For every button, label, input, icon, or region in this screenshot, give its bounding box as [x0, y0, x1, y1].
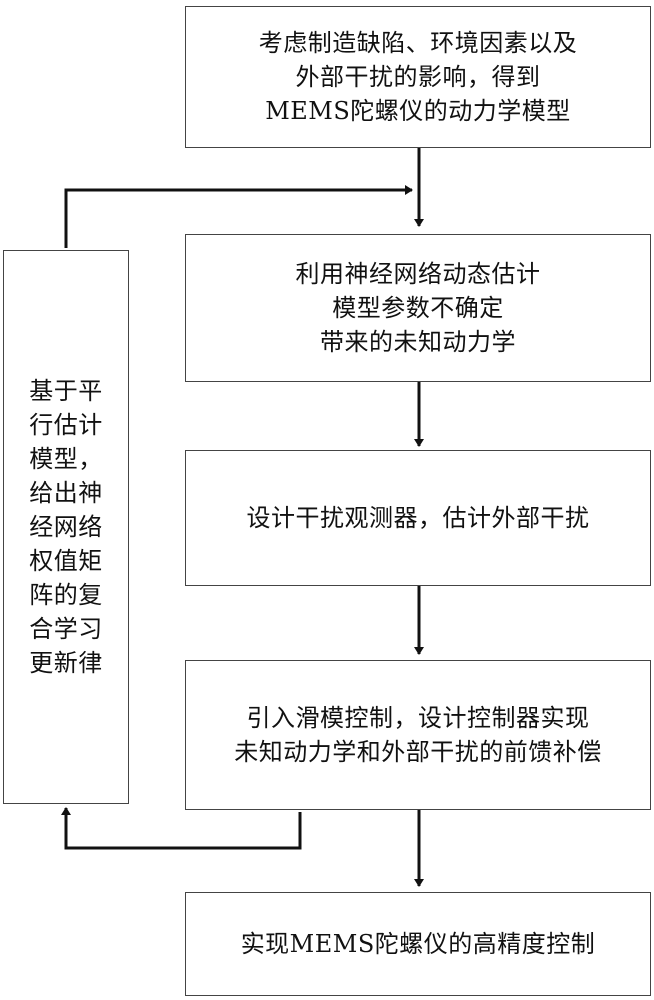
step-smc-line-2: 未知动力学和外部干扰的前馈补偿: [234, 738, 602, 766]
side-line-3: 模型，: [29, 445, 103, 473]
side-line-8: 合学习: [29, 615, 103, 643]
arrow-side-to-flow: [64, 185, 413, 248]
step-result-line-1: 实现MEMS陀螺仪的高精度控制: [240, 930, 596, 958]
step-model-box: 考虑制造缺陷、环境因素以及 外部干扰的影响，得到 MEMS陀螺仪的动力学模型: [185, 6, 651, 148]
step-nn-line-1: 利用神经网络动态估计: [295, 260, 541, 288]
side-line-4: 给出神: [29, 479, 103, 507]
step-model-line-2: 外部干扰的影响，得到: [295, 63, 541, 91]
arrow-smc-to-side: [61, 807, 302, 850]
side-line-9: 更新律: [29, 649, 103, 677]
side-line-5: 经网络: [29, 513, 103, 541]
side-line-1: 基于平: [29, 377, 103, 405]
step-model-line-3: MEMS陀螺仪的动力学模型: [265, 97, 571, 125]
step-observer-line-1: 设计干扰观测器，估计外部干扰: [246, 504, 590, 532]
side-line-7: 阵的复: [29, 581, 103, 609]
step-nn-line-2: 模型参数不确定: [332, 294, 504, 322]
step-result-box: 实现MEMS陀螺仪的高精度控制: [185, 892, 651, 996]
step-smc-box: 引入滑模控制，设计控制器实现 未知动力学和外部干扰的前馈补偿: [185, 660, 651, 810]
side-update-law-box: 基于平 行估计 模型， 给出神 经网络 权值矩 阵的复 合学习 更新律: [3, 250, 129, 804]
step-observer-box: 设计干扰观测器，估计外部干扰: [185, 450, 651, 586]
step-nn-box: 利用神经网络动态估计 模型参数不确定 带来的未知动力学: [185, 234, 651, 382]
side-line-6: 权值矩: [29, 547, 103, 575]
step-model-line-1: 考虑制造缺陷、环境因素以及: [258, 29, 578, 57]
side-line-2: 行估计: [29, 411, 103, 439]
step-nn-line-3: 带来的未知动力学: [320, 328, 516, 356]
step-smc-line-1: 引入滑模控制，设计控制器实现: [246, 704, 590, 732]
